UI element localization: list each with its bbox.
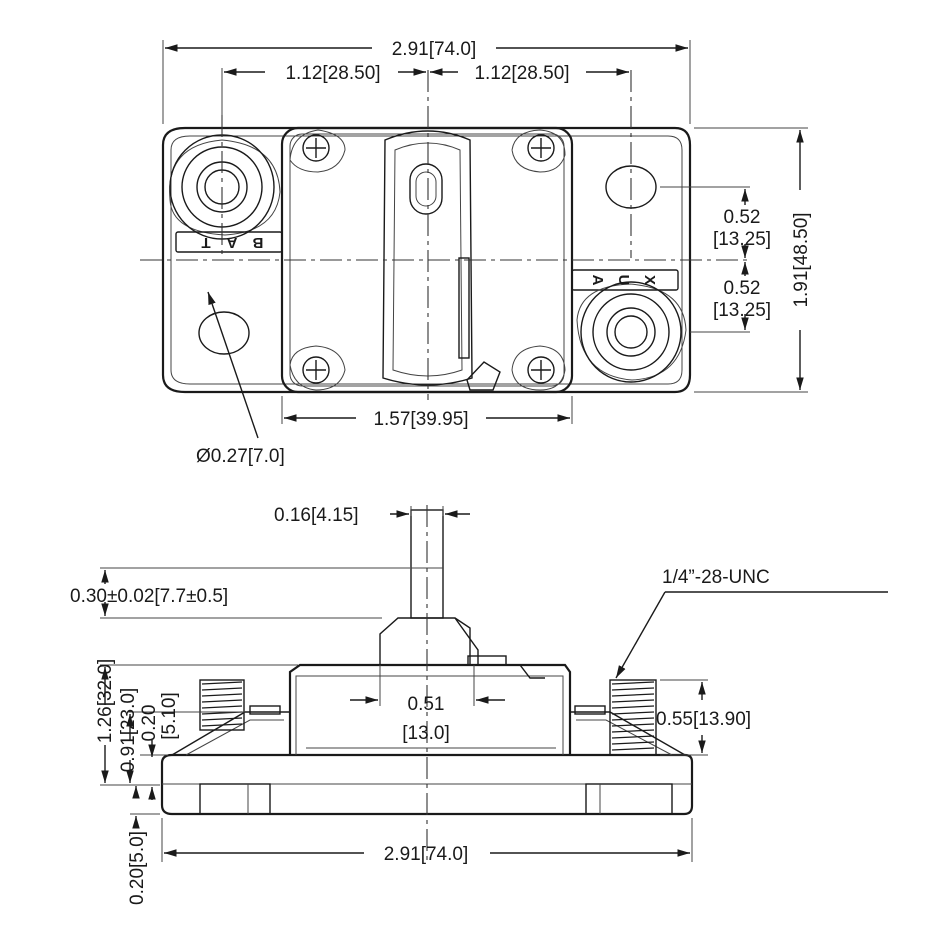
body-screw-bottom-left	[289, 345, 346, 391]
side-stem-width-label: 0.16[4.15]	[274, 505, 359, 526]
aux-letter-3: X	[641, 275, 658, 285]
terminal-aux: A U X	[571, 269, 687, 383]
side-stud-right	[609, 679, 657, 756]
bat-letter-3: T	[201, 234, 210, 251]
mount-hole-bottom-left	[198, 311, 250, 355]
body-screw-top-right	[511, 129, 566, 173]
side-base-width-mm-label: [13.0]	[402, 723, 450, 744]
body-screw-bottom-right	[511, 345, 566, 391]
side-stem-height-label: 0.30±0.02[7.7±0.5]	[70, 586, 228, 607]
side-base-width-label: 0.51	[408, 694, 445, 715]
top-right-offset-label: 1.12[28.50]	[474, 63, 569, 84]
side-stud-left	[199, 679, 245, 731]
side-view: 0.16[4.15] 0.30±0.02[7.7±0.5] 1/4”-28-UN…	[70, 505, 888, 905]
side-overall-width-label: 2.91[74.0]	[384, 844, 469, 865]
side-body-height-label: 0.91[23.0]	[118, 688, 139, 773]
top-overall-width-label: 2.91[74.0]	[392, 39, 477, 60]
side-thread-spec-label: 1/4”-28-UNC	[662, 567, 770, 588]
side-foot-height-label: 0.20[5.0]	[127, 831, 148, 905]
top-overall-height-label: 1.91[48.50]	[791, 212, 812, 307]
bat-letter-2: A	[226, 234, 237, 251]
top-lower-offset-mm-label: [13.25]	[713, 300, 771, 321]
side-stud-length-label: 0.55[13.90]	[656, 709, 751, 730]
top-left-offset-label: 1.12[28.50]	[285, 63, 380, 84]
aux-letter-2: U	[615, 275, 632, 286]
top-hole-diameter-label: Ø0.27[7.0]	[196, 446, 285, 467]
body-screw-top-left	[289, 129, 346, 173]
top-upper-offset-mm-label: [13.25]	[713, 229, 771, 250]
terminal-bat: B A T	[169, 134, 283, 253]
aux-letter-1: A	[589, 275, 606, 286]
bat-letter-1: B	[252, 234, 263, 251]
side-flange-height-label: 0.20	[139, 705, 160, 742]
top-upper-offset-label: 0.52	[724, 207, 761, 228]
side-total-height-label: 1.26[32.0]	[95, 659, 116, 744]
side-flange-height-mm-label: [5.10]	[159, 692, 180, 740]
top-view: B A T A U X 2.91[74.0]	[140, 39, 812, 467]
top-body-width-label: 1.57[39.95]	[373, 409, 468, 430]
top-lower-offset-label: 0.52	[724, 278, 761, 299]
